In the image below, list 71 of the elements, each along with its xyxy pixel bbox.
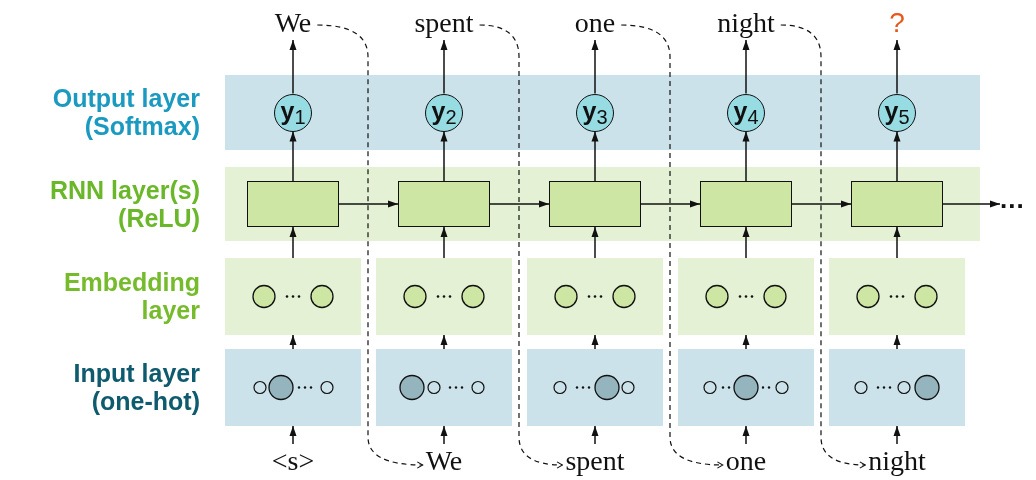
arrow [289,130,297,182]
dashed-arrow [478,24,564,469]
embedding-box [376,258,512,335]
arrow [893,130,901,182]
input-box [527,349,663,426]
arrow [289,226,297,259]
word-label: one [574,6,616,40]
output-node-circle: y$_{5}$ [878,93,916,132]
word-label: ? [889,6,905,40]
arrow [289,334,297,350]
arrow [742,425,750,445]
arrow [591,334,599,350]
arrow [338,200,399,208]
arrow [742,130,750,182]
layer-label: Input layer (one-hot) [72,359,200,415]
input-box [225,349,361,426]
dashed-arrow [316,24,424,469]
arrow [289,425,297,445]
dashed-arrow [780,24,866,469]
input-box [376,349,512,426]
arrow [591,39,599,95]
arrow [440,334,448,350]
arrow [591,226,599,259]
arrow [440,39,448,95]
word-label: one [725,444,767,478]
word-label: We [274,6,312,40]
rnn-cell [851,181,943,227]
arrow [742,334,750,350]
rnn-layer-band [225,167,980,241]
word-label: <s> [271,444,315,478]
arrow [893,334,901,350]
arrow [791,200,852,208]
output-layer-band [225,75,980,150]
arrow [893,39,901,95]
rnn-cell [700,181,792,227]
arrow [440,425,448,445]
arrow [440,226,448,259]
embedding-box [225,258,361,335]
output-node-circle: y$_{1}$ [274,93,312,132]
output-node-circle: y$_{4}$ [727,93,765,132]
word-label: spent [565,444,625,478]
output-node-circle: y$_{3}$ [576,93,614,132]
input-box [678,349,814,426]
word-label: night [717,6,775,40]
arrow [591,130,599,182]
rnn-cell [247,181,339,227]
arrow [742,39,750,95]
arrow [440,130,448,182]
input-box [829,349,965,426]
output-node-circle: y$_{2}$ [425,93,463,132]
rnn-cell [549,181,641,227]
word-label: spent [414,6,474,40]
embedding-box [527,258,663,335]
dashed-arrow [620,24,724,469]
embedding-box [678,258,814,335]
arrow [742,226,750,259]
ellipsis: ... [1000,186,1025,212]
arrow [942,200,1001,208]
arrow [289,39,297,95]
layer-label: Output layer (Softmax) [51,84,200,140]
embedding-box [829,258,965,335]
word-label: night [868,444,926,478]
arrow [640,200,701,208]
arrow [893,425,901,445]
layer-label: Embedding layer [62,268,200,324]
arrow [591,425,599,445]
arrow [489,200,550,208]
rnn-cell [398,181,490,227]
arrow [893,226,901,259]
word-label: We [425,444,463,478]
layer-label: RNN layer(s) (ReLU) [48,176,200,232]
